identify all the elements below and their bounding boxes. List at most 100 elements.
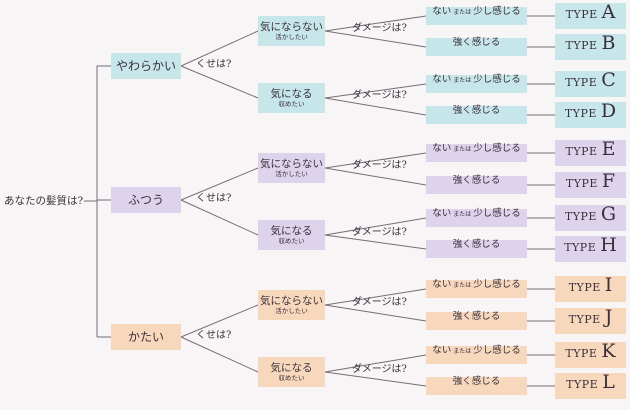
- damage-text: 強く感じる: [452, 376, 501, 387]
- curl-concern-sublabel: 活かしたい: [275, 169, 308, 178]
- type-prefix: TYPE: [564, 210, 597, 223]
- type-letter: I: [604, 274, 613, 296]
- damage-line: [324, 167, 427, 186]
- type-prefix: TYPE: [565, 8, 598, 21]
- curl-concern-box: 気にならない活かしたい: [258, 153, 325, 183]
- damage-box: ないまたは少し感じる: [426, 280, 527, 298]
- branch-line: [180, 167, 259, 201]
- damage-text: ない: [432, 74, 452, 85]
- damage-box: 強く感じる: [426, 240, 527, 258]
- damage-line: [324, 30, 427, 48]
- type-prefix: TYPE: [568, 313, 601, 326]
- curl-concern-box: 気になる収めたい: [258, 220, 325, 250]
- type-letter: G: [600, 203, 617, 225]
- branch-line: [180, 199, 259, 236]
- damage-text: 強く感じる: [452, 105, 501, 116]
- damage-text: 強く感じる: [452, 311, 501, 322]
- damage-conjunction: または: [453, 146, 472, 153]
- type-prefix: TYPE: [568, 281, 601, 294]
- type-letter: F: [601, 170, 616, 192]
- curl-concern-label: 気になる: [270, 87, 313, 100]
- damage-text-2: 少し感じる: [473, 279, 521, 290]
- damage-text-2: 少し感じる: [473, 74, 521, 85]
- damage-line: [324, 371, 427, 387]
- damage-text: 強く感じる: [452, 239, 501, 250]
- damage-conjunction: または: [453, 282, 472, 289]
- damage-question-label: ダメージは?: [352, 364, 407, 375]
- damage-text-2: 少し感じる: [473, 6, 521, 17]
- damage-text: ない: [432, 6, 452, 17]
- damage-box: ないまたは少し感じる: [426, 209, 527, 227]
- damage-line: [324, 234, 427, 250]
- type-prefix: TYPE: [565, 177, 598, 190]
- damage-box: 強く感じる: [426, 377, 527, 395]
- damage-text-2: 少し感じる: [473, 345, 521, 356]
- damage-box: ないまたは少し感じる: [426, 75, 527, 93]
- branch-line: [180, 30, 259, 67]
- category-box: ふつう: [111, 187, 181, 213]
- damage-box: 強く感じる: [426, 176, 527, 194]
- damage-line: [324, 217, 427, 236]
- type-letter: E: [601, 138, 616, 160]
- curl-concern-box: 気にならない活かしたい: [258, 290, 325, 320]
- damage-question-label: ダメージは?: [352, 227, 407, 238]
- type-letter: A: [601, 1, 616, 23]
- type-prefix: TYPE: [564, 107, 597, 120]
- kuse-question-label: くせは?: [196, 330, 232, 341]
- branch-line: [180, 304, 259, 338]
- curl-concern-box: 気になる収めたい: [258, 83, 325, 113]
- damage-box: 強く感じる: [426, 106, 527, 124]
- type-prefix: TYPE: [564, 241, 597, 254]
- damage-text-2: 少し感じる: [473, 208, 521, 219]
- damage-line: [324, 97, 427, 116]
- damage-box: ないまたは少し感じる: [426, 346, 527, 364]
- damage-conjunction: または: [453, 9, 472, 16]
- curl-concern-sublabel: 収めたい: [278, 99, 305, 108]
- curl-concern-sublabel: 活かしたい: [275, 306, 308, 315]
- category-box: かたい: [111, 324, 181, 350]
- type-prefix: TYPE: [565, 39, 598, 52]
- category-box: やわらかい: [111, 53, 181, 79]
- curl-concern-box: 気にならない活かしたい: [258, 16, 325, 46]
- damage-line: [324, 354, 427, 373]
- type-letter: J: [604, 306, 613, 328]
- damage-text: ない: [432, 279, 452, 290]
- type-letter: L: [602, 371, 615, 393]
- damage-text: ない: [432, 143, 452, 154]
- damage-conjunction: または: [453, 211, 472, 218]
- curl-concern-label: 気にならない: [260, 20, 323, 33]
- type-letter: B: [601, 32, 616, 54]
- curl-concern-sublabel: 活かしたい: [275, 32, 308, 41]
- branch-line: [180, 336, 259, 373]
- kuse-question-label: くせは?: [196, 193, 232, 204]
- type-prefix: TYPE: [565, 347, 598, 360]
- damage-question-label: ダメージは?: [352, 297, 407, 308]
- type-prefix: TYPE: [565, 76, 598, 89]
- damage-text: ない: [432, 345, 452, 356]
- damage-conjunction: または: [453, 348, 472, 355]
- type-letter: H: [600, 234, 617, 256]
- curl-concern-sublabel: 収めたい: [278, 236, 305, 245]
- type-letter: C: [601, 69, 616, 91]
- damage-question-label: ダメージは?: [352, 90, 407, 101]
- curl-concern-label: 気になる: [270, 361, 313, 374]
- type-letter: K: [601, 340, 616, 362]
- curl-concern-label: 気にならない: [260, 294, 323, 307]
- damage-line: [324, 83, 427, 99]
- branch-line: [180, 65, 259, 99]
- curl-concern-label: 気にならない: [260, 157, 323, 170]
- damage-box: 強く感じる: [426, 312, 527, 330]
- damage-box: 強く感じる: [426, 38, 527, 56]
